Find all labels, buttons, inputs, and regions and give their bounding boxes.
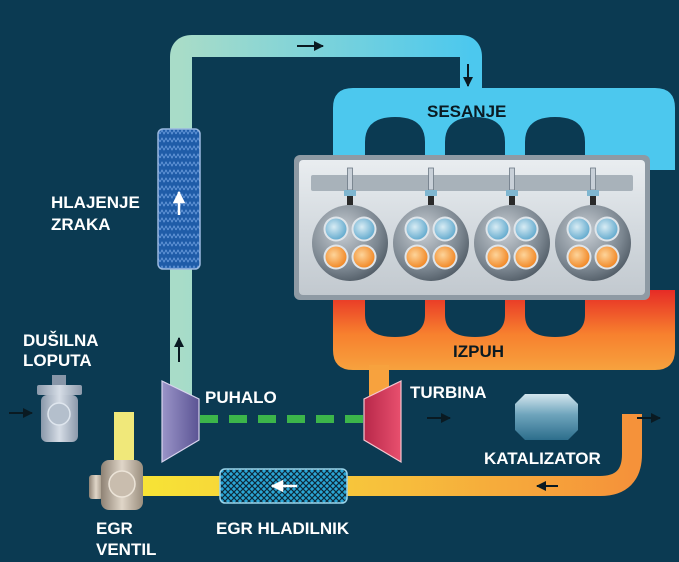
cylinder (393, 167, 469, 281)
cylinder-bore (555, 205, 631, 281)
label-egr-valve-line2: VENTIL (96, 540, 156, 559)
compressor (161, 380, 200, 464)
cylinder-bore (474, 205, 550, 281)
exhaust-manifold (333, 290, 675, 397)
label-exhaust-manifold: IZPUH (453, 342, 504, 361)
intake-manifold (333, 88, 675, 170)
label-intercooler-line2: ZRAKA (51, 215, 111, 234)
label-intake-manifold: SESANJE (427, 102, 506, 121)
label-catalyst: KATALIZATOR (484, 449, 601, 468)
egr-return-pipe (140, 414, 642, 496)
label-throttle-line1: DUŠILNA (23, 331, 99, 350)
intake-valve (406, 218, 428, 240)
label-egr-cooler: EGR HLADILNIK (216, 519, 350, 538)
exhaust-valve (353, 246, 375, 268)
charge-air-pipe-top (170, 35, 482, 400)
injector-icon (428, 167, 434, 191)
cylinder-bore (312, 205, 388, 281)
egr-valve (89, 460, 143, 510)
exhaust-valve (406, 246, 428, 268)
intake-valve (434, 218, 456, 240)
injector-icon (347, 167, 353, 191)
label-compressor: PUHALO (205, 388, 277, 407)
intake-valve (325, 218, 347, 240)
engine-block (294, 155, 650, 300)
label-throttle-line2: LOPUTA (23, 351, 92, 370)
label-egr-valve-line1: EGR (96, 519, 133, 538)
intake-valve (353, 218, 375, 240)
injector-icon (509, 167, 515, 191)
cylinder (312, 167, 388, 281)
label-intercooler-line1: HLAJENJE (51, 193, 140, 212)
intake-valve (568, 218, 590, 240)
exhaust-valve (434, 246, 456, 268)
intake-valve (596, 218, 618, 240)
cylinder (555, 167, 631, 281)
cylinder (474, 167, 550, 281)
exhaust-valve (325, 246, 347, 268)
exhaust-valve (568, 246, 590, 268)
intake-valve (487, 218, 509, 240)
exhaust-valve (487, 246, 509, 268)
egr-cooler (219, 468, 348, 504)
cylinder-bore (393, 205, 469, 281)
injector-icon (590, 167, 596, 191)
intercooler (157, 128, 201, 270)
catalytic-converter (515, 394, 578, 440)
exhaust-valve (515, 246, 537, 268)
throttle-valve (37, 375, 82, 442)
label-turbine: TURBINA (410, 383, 487, 402)
turbine (363, 380, 402, 464)
exhaust-valve (596, 246, 618, 268)
intake-valve (515, 218, 537, 240)
